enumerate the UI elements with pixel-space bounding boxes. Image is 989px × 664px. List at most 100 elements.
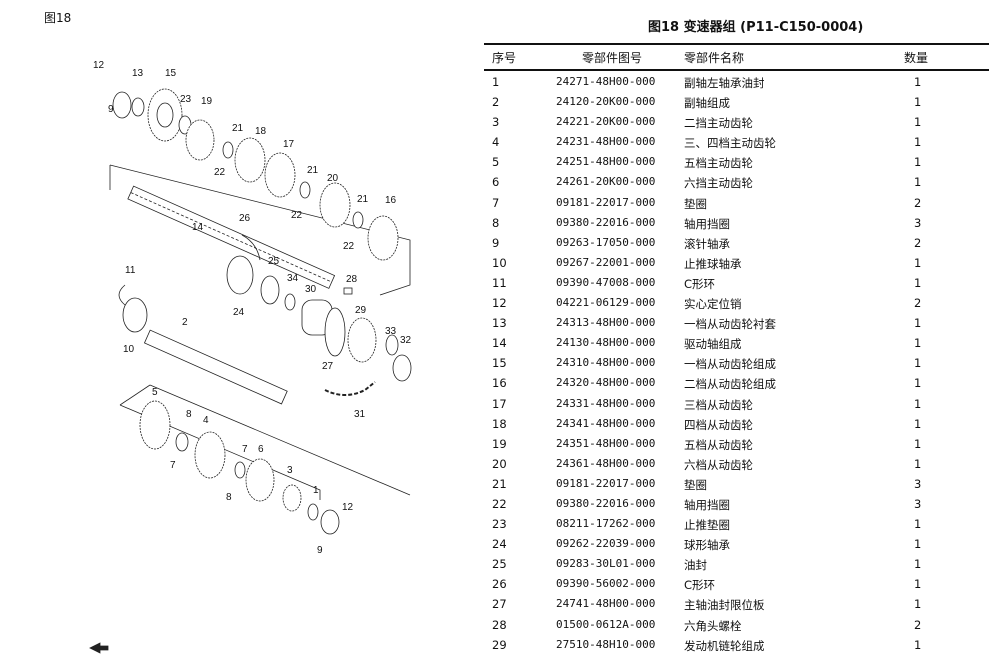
cell-part-name: 五档主动齿轮 (684, 156, 753, 171)
cell-part-name: 轴用挡圈 (684, 216, 730, 231)
callout: 2 (182, 317, 188, 328)
cell-part-number: 24341-48H00-000 (556, 416, 656, 430)
cell-no: 12 (492, 296, 507, 311)
callout: 16 (385, 195, 397, 206)
cell-no: 9 (492, 235, 500, 250)
cell-part-name: 六档从动齿轮 (684, 457, 753, 472)
cell-part-number: 27510-48H10-000 (556, 637, 656, 651)
cell-part-number: 24351-48H00-000 (556, 436, 656, 450)
cell-part-number: 24221-20K00-000 (556, 115, 656, 129)
callout: 33 (385, 326, 397, 337)
cell-part-number: 09263-17050-000 (556, 235, 656, 249)
cell-quantity: 1 (914, 175, 922, 190)
cell-quantity: 1 (914, 376, 922, 391)
cell-quantity: 1 (914, 155, 922, 170)
cell-part-name: 副轴组成 (684, 96, 730, 111)
callout: 27 (322, 361, 334, 372)
cell-no: 5 (492, 155, 500, 170)
cell-part-number: 24130-48H00-000 (556, 336, 656, 350)
cell-quantity: 1 (914, 255, 922, 270)
cell-part-number: 24251-48H00-000 (556, 155, 656, 169)
figure-label: 图18 (44, 11, 72, 25)
cell-part-number: 24320-48H00-000 (556, 376, 656, 390)
callout: 29 (355, 305, 367, 316)
cell-quantity: 1 (914, 75, 922, 89)
cell-quantity: 2 (914, 617, 922, 632)
callout: 10 (123, 344, 135, 355)
cell-part-number: 01500-0612A-000 (556, 617, 656, 631)
cell-no: 20 (492, 456, 507, 471)
callout: 22 (214, 167, 226, 178)
cell-part-number: 09181-22017-000 (556, 195, 656, 209)
cell-no: 28 (492, 617, 507, 632)
callout: 32 (400, 335, 412, 346)
table-header: 序号 零部件图号 零部件名称 数量 (484, 43, 989, 71)
cell-quantity: 1 (914, 275, 922, 290)
cell-part-number: 04221-06129-000 (556, 296, 656, 310)
cell-part-number: 24361-48H00-000 (556, 456, 656, 470)
cell-no: 22 (492, 496, 507, 511)
cell-no: 18 (492, 416, 507, 431)
cell-no: 11 (492, 275, 507, 290)
cell-quantity: 1 (914, 577, 922, 592)
cell-part-name: 实心定位销 (684, 297, 742, 312)
cell-part-name: C形环 (684, 578, 716, 593)
cell-no: 24 (492, 537, 507, 552)
callout: 3 (287, 465, 293, 476)
cell-quantity: 1 (914, 517, 922, 532)
cell-part-name: 垫圈 (684, 196, 707, 211)
cell-quantity: 2 (914, 296, 922, 311)
cell-part-number: 24261-20K00-000 (556, 175, 656, 189)
cell-part-name: 止推球轴承 (684, 256, 742, 271)
cell-part-number: 24313-48H00-000 (556, 316, 656, 330)
cell-quantity: 1 (914, 316, 922, 331)
document-title: 图18 变速器组 (P11-C150-0004) (648, 20, 864, 35)
cell-quantity: 1 (914, 95, 922, 110)
callout: 31 (354, 409, 366, 420)
cell-quantity: 1 (914, 597, 922, 612)
callout: 9 (317, 545, 323, 556)
table-row: 5 24251-48H00-000 五档主动齿轮 1 (484, 151, 989, 171)
cell-part-name: 一档从动齿轮组成 (684, 357, 776, 372)
cell-no: 7 (492, 195, 500, 210)
cell-part-number: 09380-22016-000 (556, 496, 656, 510)
cell-part-name: 副轴左轴承油封 (684, 76, 765, 90)
callout: 5 (152, 387, 158, 398)
cell-part-name: 主轴油封限位板 (684, 598, 765, 613)
callout: 21 (307, 165, 319, 176)
callout: 8 (186, 409, 192, 420)
cell-no: 29 (492, 637, 507, 652)
cell-part-number: 24231-48H00-000 (556, 135, 656, 149)
transmission-drawing (89, 88, 412, 654)
cell-no: 19 (492, 436, 507, 451)
cell-part-number: 09390-47008-000 (556, 275, 656, 289)
cell-quantity: 2 (914, 195, 922, 210)
cell-part-name: 驱动轴组成 (684, 337, 742, 352)
callout: 21 (357, 194, 369, 205)
callout: 11 (125, 265, 136, 276)
cell-part-number: 09262-22039-000 (556, 537, 656, 551)
header-part-number: 零部件图号 (582, 51, 643, 65)
header-quantity: 数量 (904, 51, 929, 65)
cell-part-number: 09283-30L01-000 (556, 557, 656, 571)
cell-no: 6 (492, 175, 500, 190)
callout: 13 (132, 68, 144, 79)
cell-part-name: 发动机链轮组成 (684, 638, 765, 653)
callout: 25 (268, 256, 280, 267)
cell-part-name: 二挡主动齿轮 (684, 116, 753, 131)
exploded-parts-diagram: 12 13 15 9 23 19 21 18 17 22 21 20 22 21… (80, 40, 460, 660)
callout: 20 (327, 173, 339, 184)
callout: 12 (93, 60, 105, 71)
